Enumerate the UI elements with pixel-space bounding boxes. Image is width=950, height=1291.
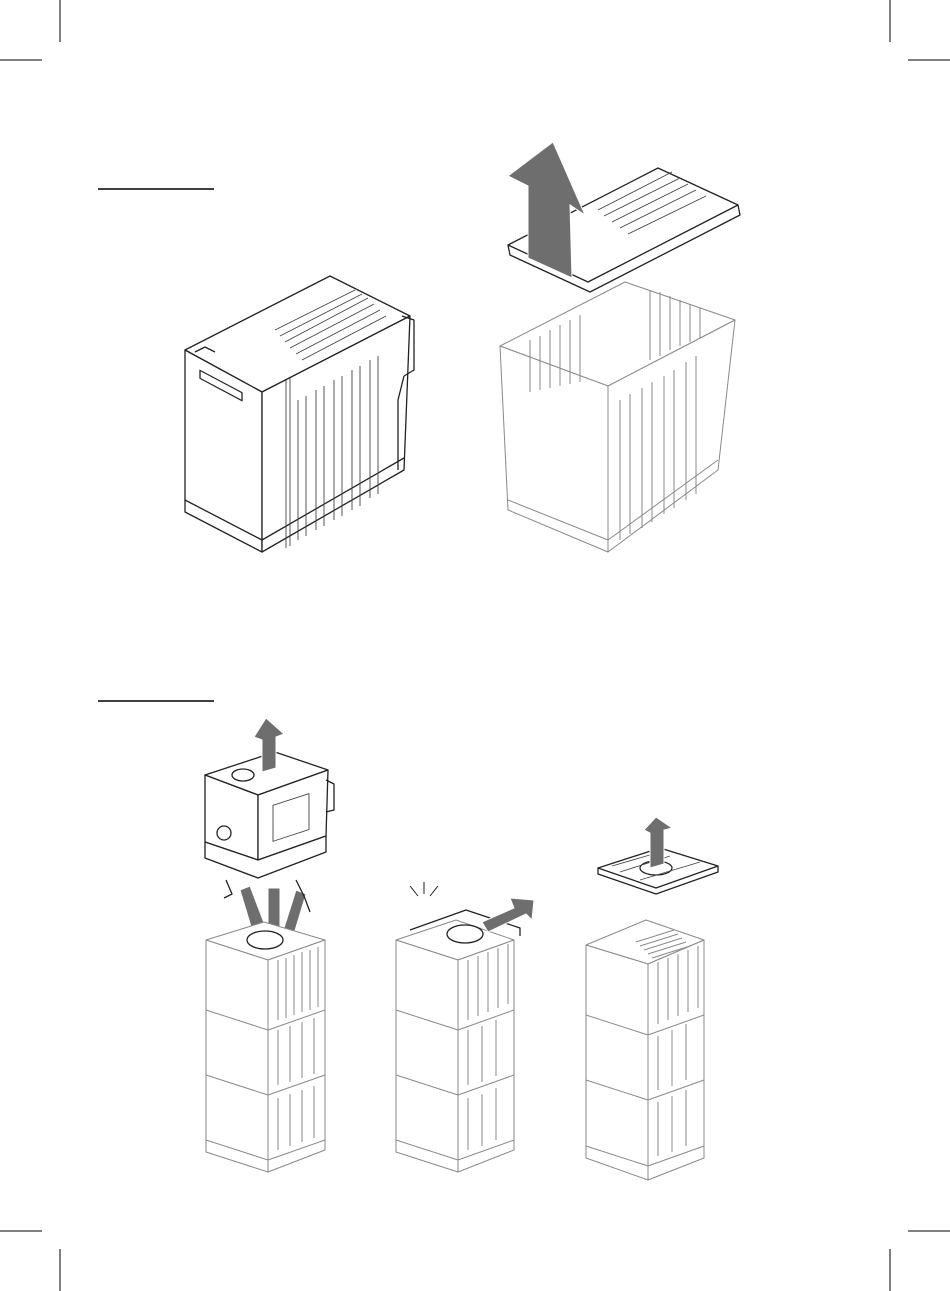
pump-removal <box>205 718 334 1172</box>
slide-arrow <box>482 898 534 932</box>
filter-housing-lid-removed <box>500 142 740 552</box>
clip-slide-out <box>396 882 534 1172</box>
top-grid-removal <box>586 817 718 1180</box>
filter-housing-closed <box>185 276 414 552</box>
